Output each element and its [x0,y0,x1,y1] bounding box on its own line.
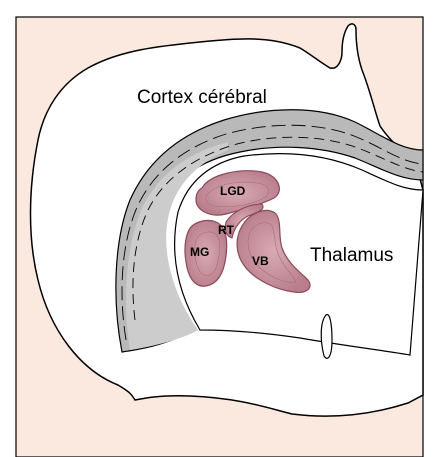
rt-label: RT [218,223,235,237]
thalamus-label: Thalamus [310,245,393,266]
lgd-label: LGD [220,184,246,198]
vb-label: VB [252,254,269,268]
cortex-label: Cortex cérébral [137,87,267,108]
mg-label: MG [190,245,209,259]
slit-shape [321,315,332,359]
